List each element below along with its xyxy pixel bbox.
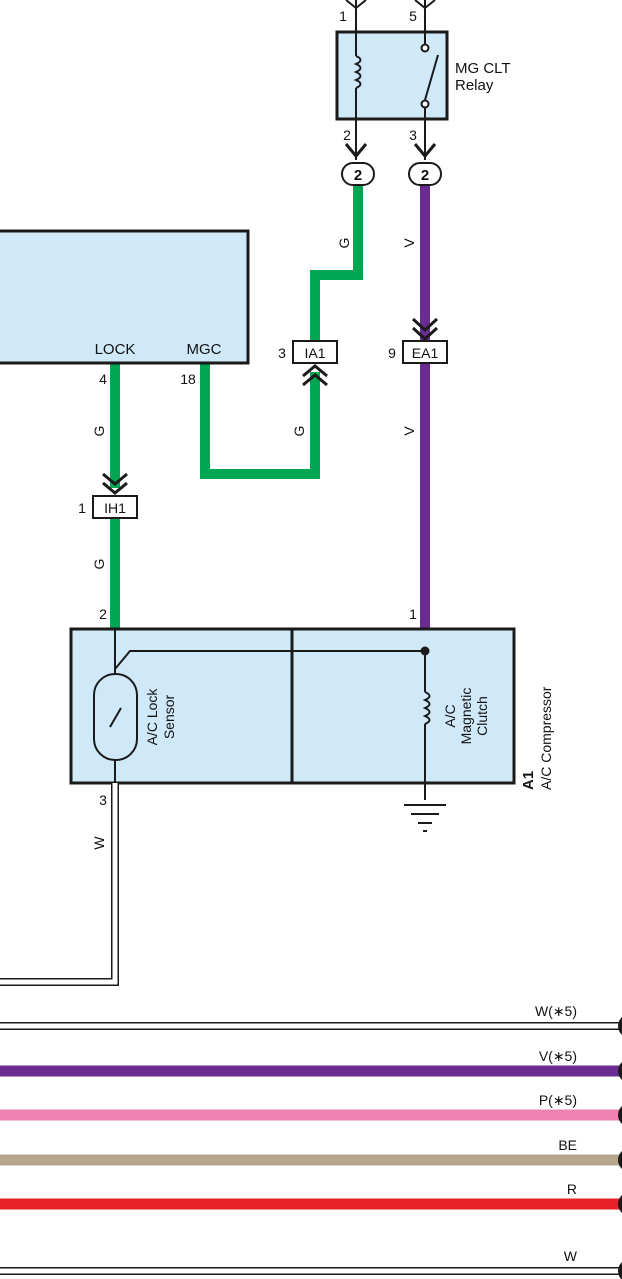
clutch-name-line1: A/C bbox=[442, 704, 458, 727]
connector-ea1: EA1 9 bbox=[388, 317, 448, 364]
harness-wire-label: BE bbox=[558, 1137, 577, 1153]
harness-end-connector-icon bbox=[618, 1062, 622, 1080]
connector-ia1-box bbox=[292, 340, 338, 364]
relay-body bbox=[335, 30, 449, 121]
connector-chevron-icon bbox=[411, 326, 439, 342]
connector-chevron-icon bbox=[102, 481, 128, 495]
connector-ih1-pin: 1 bbox=[78, 500, 86, 516]
relay-contact-icon bbox=[420, 99, 430, 109]
mg-clt-relay: 1 5 MG CLT Relay 2 3 bbox=[335, 0, 511, 160]
harness-wire-label: R bbox=[567, 1181, 577, 1197]
sensor-name-line2: Sensor bbox=[161, 694, 177, 739]
harness-wire-label: P(∗5) bbox=[539, 1092, 577, 1108]
relay-output-connectors: 2 2 bbox=[341, 162, 442, 186]
relay-name-line2: Relay bbox=[455, 77, 494, 94]
harness-end-connector-icon bbox=[618, 1017, 622, 1035]
harness-wire-label: W bbox=[564, 1248, 578, 1264]
green-wire-relay-ia1 bbox=[310, 186, 363, 340]
wire-label-green-ia1: G bbox=[291, 426, 307, 437]
wire-label-violet-mid: V bbox=[401, 426, 417, 436]
relay-switch-icon bbox=[424, 54, 439, 101]
relay-pin-3: 3 bbox=[409, 127, 417, 143]
wire-label-green-lock: G bbox=[91, 426, 107, 437]
compressor-pin-3: 3 bbox=[99, 792, 107, 808]
compressor-pin-1: 1 bbox=[409, 606, 417, 622]
sensor-lead-wire bbox=[114, 650, 425, 670]
harness-wire-label: W(∗5) bbox=[535, 1003, 577, 1019]
connector-ih1: IH1 1 bbox=[78, 472, 138, 519]
connector-chevron-icon bbox=[302, 364, 328, 378]
connector-ih1-label: IH1 bbox=[104, 500, 126, 516]
connector-oval-left bbox=[341, 162, 375, 186]
ecu-mgc-pin: 18 bbox=[180, 371, 196, 387]
relay-contact-icon bbox=[420, 43, 430, 53]
clutch-name-line3: Clutch bbox=[474, 696, 490, 736]
sensor-name-line1: A/C Lock bbox=[144, 688, 160, 746]
harness-end-connector-icon bbox=[618, 1106, 622, 1124]
connector-oval-right-label: 2 bbox=[421, 167, 429, 184]
ground-icon bbox=[404, 804, 446, 832]
white-wire-sensor bbox=[0, 783, 118, 985]
connector-chevron-icon bbox=[344, 143, 368, 159]
connector-oval-left-label: 2 bbox=[354, 167, 362, 184]
connector-ia1-label: IA1 bbox=[304, 345, 325, 361]
ac-compressor: 2 1 A/C Lock Sensor A/C Magnetic Clutch … bbox=[0, 606, 554, 986]
connector-chevron-icon bbox=[414, 0, 436, 10]
wire-label-violet-upper: V bbox=[401, 238, 417, 248]
harness-end-connector-icon bbox=[618, 1151, 622, 1169]
connector-chevron-icon bbox=[102, 472, 128, 486]
compressor-name: A/C Compressor bbox=[538, 686, 554, 790]
clutch-coil-icon bbox=[422, 691, 431, 725]
ecu-body bbox=[0, 229, 250, 365]
connector-ea1-box bbox=[402, 340, 448, 364]
connector-chevron-icon bbox=[302, 373, 328, 387]
harness-wire-label: V(∗5) bbox=[539, 1048, 577, 1064]
relay-pin-5: 5 bbox=[409, 8, 417, 24]
relay-name-line1: MG CLT bbox=[455, 60, 511, 77]
connector-chevron-icon bbox=[345, 0, 367, 10]
harness-lines: W(∗5) V(∗5) P(∗5) BE R W bbox=[0, 1003, 622, 1279]
ecu-lock-label: LOCK bbox=[95, 341, 136, 358]
compressor-id: A1 bbox=[520, 771, 537, 790]
connector-ia1-pin: 3 bbox=[278, 345, 286, 361]
compressor-pin-2: 2 bbox=[99, 606, 107, 622]
ecu-block: LOCK MGC 4 18 bbox=[0, 229, 250, 387]
harness-end-connector-icon bbox=[618, 1195, 622, 1213]
green-wire-mgc-ia1 bbox=[200, 364, 320, 479]
relay-pin-1: 1 bbox=[339, 8, 347, 24]
connector-oval-right bbox=[408, 162, 442, 186]
clutch-name-line2: Magnetic bbox=[458, 688, 474, 745]
connector-ea1-label: EA1 bbox=[412, 345, 439, 361]
connector-chevron-icon bbox=[413, 143, 437, 159]
connector-ia1: IA1 3 bbox=[278, 340, 338, 387]
wire-label-white: W bbox=[91, 836, 107, 850]
relay-coil-icon bbox=[353, 55, 362, 89]
wire-label-green-lower: G bbox=[91, 559, 107, 570]
ecu-lock-pin: 4 bbox=[99, 371, 107, 387]
connector-ea1-pin: 9 bbox=[388, 345, 396, 361]
wire-label-green-upper: G bbox=[336, 238, 352, 249]
connector-ih1-box bbox=[92, 495, 138, 519]
connector-chevron-icon bbox=[411, 317, 439, 333]
harness-end-connector-icon bbox=[618, 1262, 622, 1279]
ecu-mgc-label: MGC bbox=[187, 341, 222, 358]
white-wire-outline bbox=[0, 783, 119, 986]
relay-pin-2: 2 bbox=[343, 127, 351, 143]
